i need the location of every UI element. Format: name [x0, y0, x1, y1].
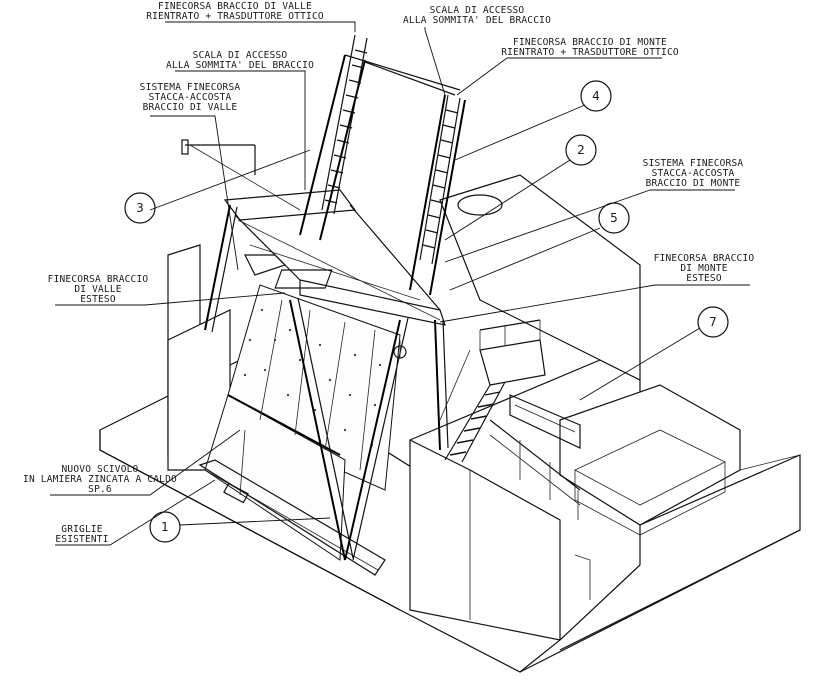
label-scala-accesso-left: SCALA DI ACCESSO ALLA SOMMITA' DEL BRACC… [166, 50, 314, 71]
label-nuovo-scivolo: NUOVO SCIVOLO IN LAMIERA ZINCATA A CALDO… [23, 464, 177, 495]
label-sistema-monte: SISTEMA FINECORSA STACCA-ACCOSTA BRACCIO… [643, 158, 744, 189]
svg-text:BRACCIO DI VALLE: BRACCIO DI VALLE [143, 102, 238, 113]
svg-text:STACCA-ACCOSTA: STACCA-ACCOSTA [149, 92, 232, 103]
label-scala-accesso-right: SCALA DI ACCESSO ALLA SOMMITA' DEL BRACC… [403, 5, 551, 26]
label-griglie: GRIGLIE ESISTENTI [55, 524, 108, 545]
concrete-structure [99, 174, 801, 673]
svg-text:RIENTRATO + TRASDUTTORE OTTICO: RIENTRATO + TRASDUTTORE OTTICO [146, 11, 324, 22]
callout-5: 5 [598, 202, 630, 234]
svg-text:ESISTENTI: ESISTENTI [55, 534, 108, 545]
svg-text:SP.6: SP.6 [88, 484, 112, 495]
svg-text:ALLA SOMMITA' DEL BRACCIO: ALLA SOMMITA' DEL BRACCIO [166, 60, 314, 71]
small-details [181, 139, 407, 359]
svg-text:ESTESO: ESTESO [80, 294, 116, 305]
callout-4: 4 [580, 80, 612, 112]
svg-text:DI MONTE: DI MONTE [680, 263, 727, 274]
callout-3: 3 [124, 192, 156, 224]
svg-text:STACCA-ACCOSTA: STACCA-ACCOSTA [652, 168, 735, 179]
panel-bolts [243, 308, 382, 447]
callout-7: 7 [697, 306, 729, 338]
svg-text:FINECORSA BRACCIO DI VALLE: FINECORSA BRACCIO DI VALLE [158, 1, 312, 12]
label-sistema-valle: SISTEMA FINECORSA STACCA-ACCOSTA BRACCIO… [140, 82, 241, 113]
svg-text:5: 5 [610, 211, 618, 225]
label-finecorsa-valle-rientrato: FINECORSA BRACCIO DI VALLE RIENTRATO + T… [146, 1, 324, 22]
svg-text:4: 4 [592, 89, 600, 103]
svg-text:2: 2 [577, 143, 585, 157]
svg-text:FINECORSA BRACCIO: FINECORSA BRACCIO [48, 274, 149, 285]
leader-lines [50, 21, 750, 546]
svg-text:BRACCIO DI MONTE: BRACCIO DI MONTE [646, 178, 741, 189]
svg-text:DI VALLE: DI VALLE [74, 284, 121, 295]
ladder-left [321, 34, 368, 215]
ladder-right [419, 94, 461, 265]
svg-text:ESTESO: ESTESO [686, 273, 722, 284]
svg-text:NUOVO SCIVOLO: NUOVO SCIVOLO [62, 464, 139, 475]
label-finecorsa-monte-rientrato: FINECORSA BRACCIO DI MONTE RIENTRATO + T… [501, 37, 679, 58]
svg-text:1: 1 [161, 520, 169, 534]
svg-text:SISTEMA FINECORSA: SISTEMA FINECORSA [140, 82, 241, 93]
svg-text:ALLA SOMMITA' DEL BRACCIO: ALLA SOMMITA' DEL BRACCIO [403, 15, 551, 26]
label-finecorsa-valle-esteso: FINECORSA BRACCIO DI VALLE ESTESO [48, 274, 149, 305]
stair-platform [439, 319, 581, 520]
svg-text:SCALA DI ACCESSO: SCALA DI ACCESSO [193, 50, 288, 61]
svg-text:FINECORSA BRACCIO: FINECORSA BRACCIO [654, 253, 755, 264]
main-frame [204, 54, 466, 561]
svg-text:GRIGLIE: GRIGLIE [61, 524, 103, 535]
svg-text:7: 7 [709, 315, 717, 329]
svg-text:SISTEMA FINECORSA: SISTEMA FINECORSA [643, 158, 744, 169]
svg-text:SCALA DI ACCESSO: SCALA DI ACCESSO [430, 5, 525, 16]
svg-text:3: 3 [136, 201, 144, 215]
svg-text:IN LAMIERA ZINCATA A CALDO: IN LAMIERA ZINCATA A CALDO [23, 474, 177, 485]
label-finecorsa-monte-esteso: FINECORSA BRACCIO DI MONTE ESTESO [654, 253, 755, 284]
svg-text:RIENTRATO + TRASDUTTORE OTTICO: RIENTRATO + TRASDUTTORE OTTICO [501, 47, 679, 58]
callout-1: 1 [149, 511, 181, 543]
svg-text:FINECORSA BRACCIO DI MONTE: FINECORSA BRACCIO DI MONTE [513, 37, 667, 48]
callout-2: 2 [565, 134, 597, 166]
